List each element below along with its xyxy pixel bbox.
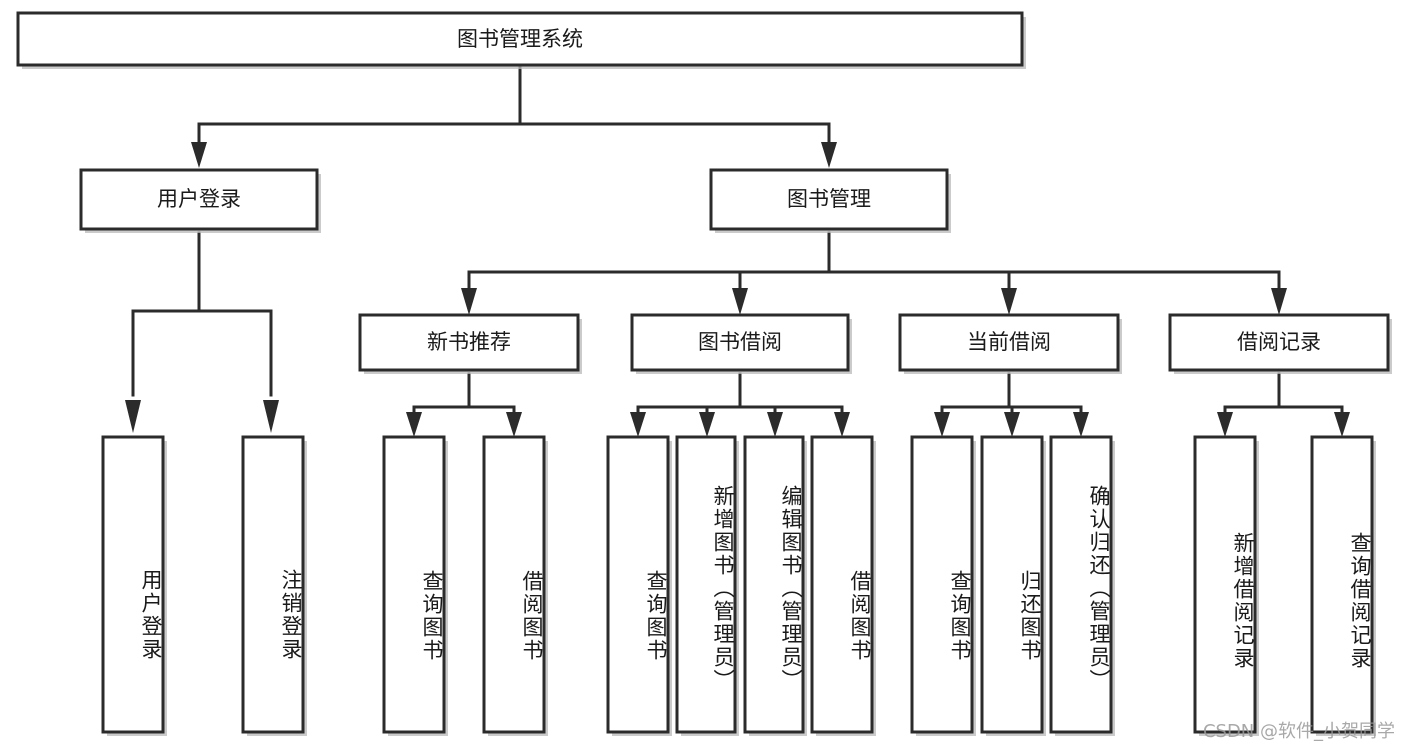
- connector-group-root: [191, 64, 837, 168]
- arrow-head-book-management: [821, 142, 837, 168]
- arrow-head-book-borrow: [732, 288, 748, 315]
- connector-group-borrow-record: [1217, 372, 1350, 437]
- arrow-head-leaf-edit-book: [767, 412, 783, 437]
- leaf-box-leaf-add-book[interactable]: [675, 435, 739, 736]
- arrow-head-borrow-record: [1271, 288, 1287, 315]
- connector-group-book-borrow: [630, 372, 850, 437]
- leaf-box-leaf-borrow-book-1[interactable]: [482, 435, 548, 736]
- node-root[interactable]: 图书管理系统: [16, 11, 1026, 69]
- arrow-head-user-login: [191, 142, 207, 168]
- connector-group-current-borrow: [934, 372, 1089, 437]
- leaf-box-leaf-edit-book[interactable]: [743, 435, 807, 736]
- leaf-box-leaf-return-book[interactable]: [980, 435, 1046, 736]
- node-borrow-record[interactable]: 借阅记录: [1168, 313, 1392, 374]
- arrow-head-leaf-user-login: [125, 400, 141, 433]
- node-current-borrow[interactable]: 当前借阅: [898, 313, 1122, 374]
- arrow-head-new-book-recommend: [461, 288, 477, 315]
- arrow-head-leaf-confirm-return: [1073, 412, 1089, 437]
- node-new-book-recommend-label: 新书推荐: [427, 330, 511, 354]
- node-user-login[interactable]: 用户登录: [79, 168, 321, 233]
- arrow-head-leaf-borrow-book-2: [834, 412, 850, 437]
- arrow-head-leaf-add-book: [699, 412, 715, 437]
- node-new-book-recommend[interactable]: 新书推荐: [358, 313, 582, 374]
- node-book-management-label: 图书管理: [787, 187, 871, 211]
- leaf-box-leaf-query-book-2[interactable]: [606, 435, 672, 736]
- leaf-box-leaf-user-login[interactable]: [101, 435, 167, 736]
- arrow-head-leaf-query-book-2: [630, 412, 646, 437]
- arrow-head-leaf-logout-login: [263, 400, 279, 433]
- arrow-head-leaf-query-record: [1334, 412, 1350, 437]
- node-book-management[interactable]: 图书管理: [709, 168, 951, 233]
- node-user-login-label: 用户登录: [157, 187, 241, 211]
- leaf-box-leaf-query-book-1[interactable]: [382, 435, 448, 736]
- connector-group-new-book-recommend: [406, 372, 522, 437]
- node-root-label: 图书管理系统: [457, 27, 583, 51]
- connector-group-book-management: [461, 231, 1287, 315]
- arrow-head-leaf-borrow-book-1: [506, 412, 522, 437]
- node-book-borrow[interactable]: 图书借阅: [630, 313, 852, 374]
- leaf-box-leaf-borrow-book-2[interactable]: [810, 435, 876, 736]
- arrow-head-current-borrow: [1001, 288, 1017, 315]
- leaf-box-leaf-confirm-return[interactable]: [1049, 435, 1115, 736]
- arrow-head-leaf-return-book: [1004, 412, 1020, 437]
- leaf-box-leaf-logout-login[interactable]: [241, 435, 307, 736]
- arrow-head-leaf-query-book-3: [934, 412, 950, 437]
- arrow-head-leaf-query-book-1: [406, 412, 422, 437]
- connector-group-user-login: [125, 231, 279, 433]
- leaf-box-leaf-add-record[interactable]: [1193, 435, 1259, 736]
- leaf-box-leaf-query-book-3[interactable]: [910, 435, 976, 736]
- node-current-borrow-label: 当前借阅: [967, 330, 1051, 354]
- leaf-box-leaf-query-record[interactable]: [1310, 435, 1376, 736]
- leaf-box-group: [101, 435, 1376, 736]
- node-book-borrow-label: 图书借阅: [698, 330, 782, 354]
- arrow-head-leaf-add-record: [1217, 412, 1233, 437]
- node-borrow-record-label: 借阅记录: [1237, 330, 1321, 354]
